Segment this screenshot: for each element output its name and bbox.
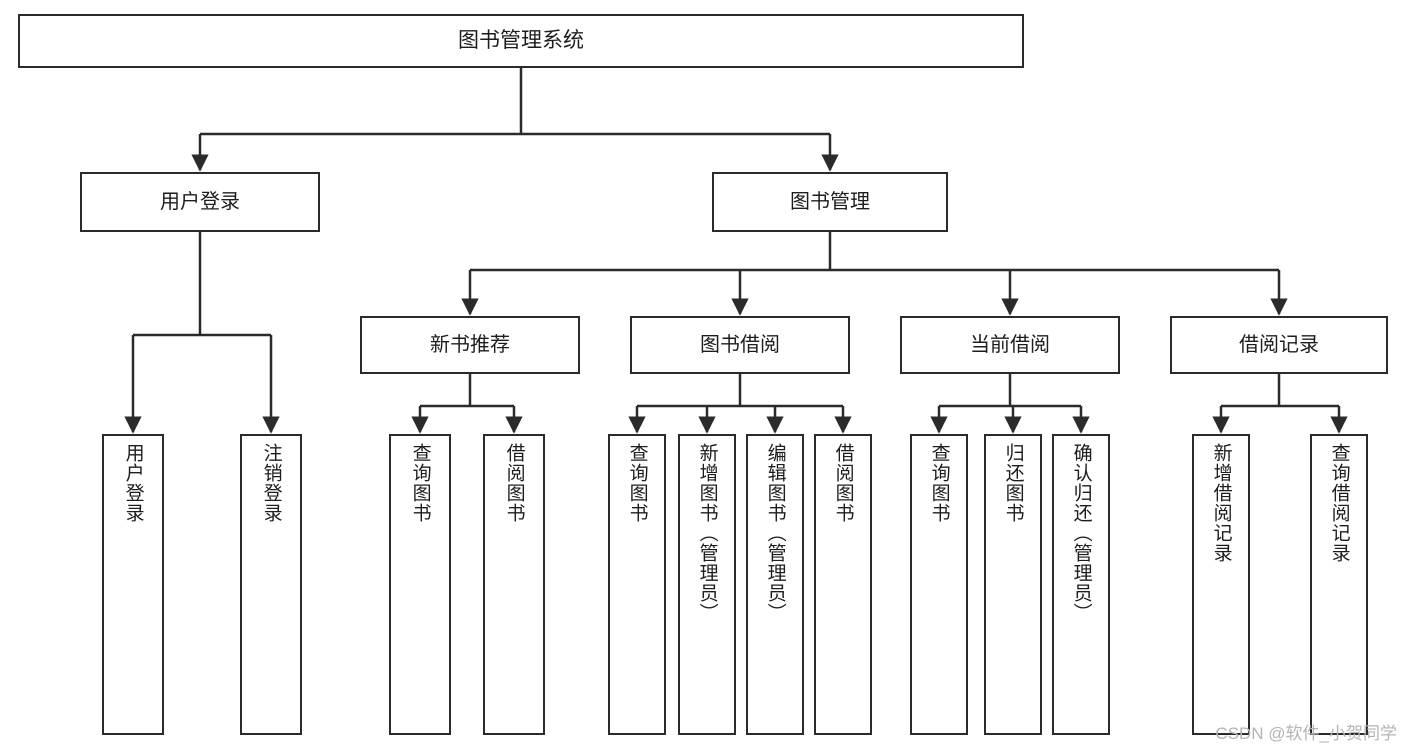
node-label-new-book-recommend: 新书推荐 — [430, 334, 510, 356]
node-leaf-add-book[interactable]: 新增图书（管理员） — [678, 434, 736, 735]
node-label-leaf-query-book-1: 查询图书 — [409, 443, 431, 523]
node-label-leaf-edit-book: 编辑图书（管理员） — [764, 443, 786, 623]
node-label-leaf-return-book: 归还图书 — [1002, 443, 1024, 523]
node-label-leaf-add-book: 新增图书（管理员） — [696, 443, 718, 623]
node-label-leaf-query-book-3: 查询图书 — [928, 443, 950, 523]
node-leaf-user-login[interactable]: 用户登录 — [102, 434, 164, 735]
node-leaf-confirm-return[interactable]: 确认归还（管理员） — [1052, 434, 1110, 735]
node-label-leaf-add-record: 新增借阅记录 — [1210, 443, 1232, 563]
node-label-current-borrow: 当前借阅 — [970, 334, 1050, 356]
node-label-leaf-borrow-book-1: 借阅图书 — [503, 443, 525, 523]
node-leaf-add-record[interactable]: 新增借阅记录 — [1192, 434, 1250, 735]
node-label-book-borrow: 图书借阅 — [700, 334, 780, 356]
node-borrow-record[interactable]: 借阅记录 — [1170, 316, 1388, 374]
node-label-leaf-query-book-2: 查询图书 — [626, 443, 648, 523]
node-label-root: 图书管理系统 — [458, 29, 584, 53]
node-label-leaf-borrow-book-2: 借阅图书 — [832, 443, 854, 523]
node-book-manage[interactable]: 图书管理 — [712, 172, 948, 232]
node-label-user-login: 用户登录 — [160, 191, 240, 213]
node-label-borrow-record: 借阅记录 — [1239, 334, 1319, 356]
node-leaf-query-book-1[interactable]: 查询图书 — [389, 434, 451, 735]
node-leaf-edit-book[interactable]: 编辑图书（管理员） — [746, 434, 804, 735]
node-leaf-borrow-book-2[interactable]: 借阅图书 — [814, 434, 872, 735]
node-leaf-borrow-book-1[interactable]: 借阅图书 — [483, 434, 545, 735]
node-leaf-query-book-3[interactable]: 查询图书 — [910, 434, 968, 735]
node-label-leaf-query-record: 查询借阅记录 — [1328, 443, 1350, 563]
node-user-login[interactable]: 用户登录 — [80, 172, 320, 232]
node-leaf-return-book[interactable]: 归还图书 — [984, 434, 1042, 735]
node-label-leaf-user-login: 用户登录 — [122, 443, 144, 523]
node-label-leaf-user-logout: 注销登录 — [260, 443, 282, 523]
node-new-book-recommend[interactable]: 新书推荐 — [360, 316, 580, 374]
node-leaf-query-book-2[interactable]: 查询图书 — [608, 434, 666, 735]
node-book-borrow[interactable]: 图书借阅 — [630, 316, 850, 374]
node-leaf-query-record[interactable]: 查询借阅记录 — [1310, 434, 1368, 735]
csdn-watermark: CSDN @软件_小贺同学 — [1215, 724, 1397, 743]
node-root[interactable]: 图书管理系统 — [18, 14, 1024, 68]
node-leaf-user-logout[interactable]: 注销登录 — [240, 434, 302, 735]
node-label-book-manage: 图书管理 — [790, 191, 870, 213]
node-label-leaf-confirm-return: 确认归还（管理员） — [1070, 443, 1092, 623]
node-current-borrow[interactable]: 当前借阅 — [900, 316, 1120, 374]
